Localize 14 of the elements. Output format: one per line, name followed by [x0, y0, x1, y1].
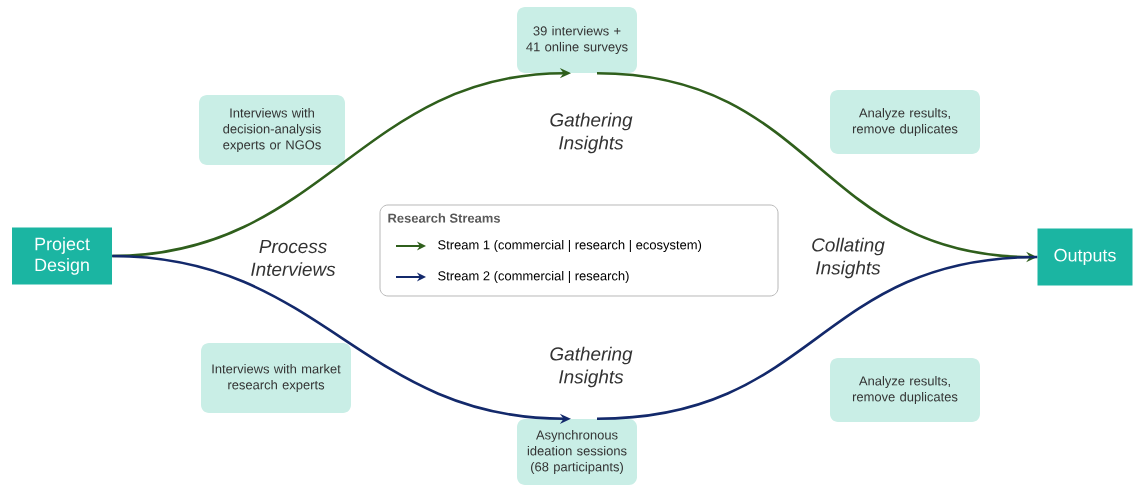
note-box: Interviews with market research experts [201, 343, 351, 413]
stage-label: Process Interviews [251, 239, 336, 277]
legend-text: Stream 2 (commercial | research) [438, 270, 629, 284]
stage-label: Gathering Insights [550, 346, 633, 388]
stage-box: Project Design [12, 227, 112, 285]
legend-text: Stream 1 (commercial | research | ecosystem) [438, 239, 702, 253]
stage-label: Gathering Insights [550, 112, 633, 154]
stage-label: Collating Insights [812, 237, 885, 279]
stage-box: Outputs [1037, 228, 1133, 286]
note-box: Interviews with decision-analysis experts or NGOs [199, 95, 345, 165]
note-box: 39 interviews + 41 online surveys [517, 7, 637, 73]
note-box: Analyze results, remove duplicates [830, 358, 980, 422]
note-box: Analyze results, remove duplicates [830, 90, 980, 154]
note-box: Asynchronous ideation sessions (68 participants) [517, 419, 637, 485]
